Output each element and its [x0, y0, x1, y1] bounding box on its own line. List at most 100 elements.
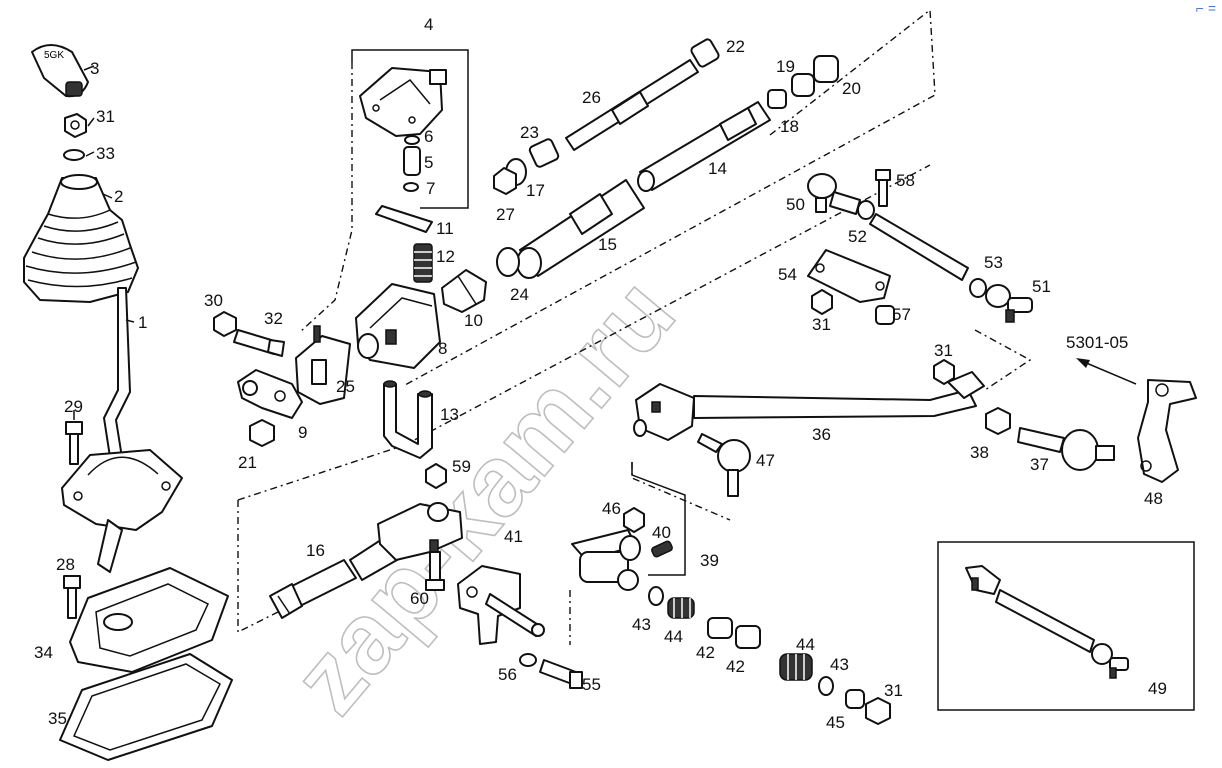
- tube-15: [516, 179, 645, 279]
- label-31-mid: 31: [934, 341, 953, 360]
- nut-21: [249, 419, 275, 447]
- nut-31-top: [64, 113, 87, 138]
- label-42-a: 42: [696, 643, 715, 662]
- label-5: 5: [424, 153, 433, 172]
- label-50: 50: [786, 195, 805, 214]
- spring-12: [413, 243, 433, 283]
- bushing-18: [767, 89, 787, 109]
- lever-48: [1137, 379, 1197, 483]
- label-20: 20: [842, 79, 861, 98]
- label-2: 2: [114, 187, 123, 206]
- boundary-lower-assembly: [237, 500, 279, 634]
- nut-38: [985, 407, 1011, 435]
- label-19: 19: [776, 57, 795, 76]
- label-42-b: 42: [726, 657, 745, 676]
- joint-59-assembly: [377, 502, 463, 561]
- bushing-42-b: [735, 625, 761, 649]
- label-1: 1: [138, 313, 147, 332]
- ball-joint-37: [1017, 427, 1115, 471]
- washer-56: [519, 653, 537, 667]
- bracket-39: [631, 462, 686, 576]
- bushing-20: [813, 55, 839, 83]
- label-32: 32: [264, 309, 283, 328]
- callout-labels: 3 31 33 2 1 29 28 34 35 4 6 5 7 11 12 10…: [34, 15, 1167, 732]
- label-38: 38: [970, 443, 989, 462]
- label-22: 22: [726, 37, 745, 56]
- boot-part: [23, 174, 139, 303]
- label-28: 28: [56, 555, 75, 574]
- label-58: 58: [896, 171, 915, 190]
- ring-7: [403, 182, 419, 192]
- label-47: 47: [756, 451, 775, 470]
- label-46: 46: [602, 499, 621, 518]
- boundary-upper-assembly: [299, 62, 353, 333]
- label-35: 35: [48, 709, 67, 728]
- rod-26: [565, 59, 699, 151]
- label-21: 21: [238, 453, 257, 472]
- label-40: 40: [652, 523, 671, 542]
- label-15: 15: [598, 235, 617, 254]
- label-16: 16: [306, 541, 325, 560]
- spring-44-upper: [667, 597, 695, 619]
- label-41: 41: [504, 527, 523, 546]
- label-13: 13: [440, 405, 459, 424]
- label-34: 34: [34, 643, 53, 662]
- nut-31-mid: [933, 359, 955, 385]
- label-17: 17: [526, 181, 545, 200]
- label-10: 10: [464, 311, 483, 330]
- label-44-lower: 44: [796, 635, 815, 654]
- label-60: 60: [410, 589, 429, 608]
- lever-part: [61, 287, 183, 573]
- label-45: 45: [826, 713, 845, 732]
- bushing-45: [845, 689, 865, 709]
- label-12: 12: [436, 247, 455, 266]
- label-23: 23: [520, 123, 539, 142]
- label-25: 25: [336, 377, 355, 396]
- label-6: 6: [424, 127, 433, 146]
- washer-43-lower: [818, 676, 834, 696]
- inset-49: [937, 541, 1195, 711]
- label-48: 48: [1144, 489, 1163, 508]
- ref-arrow: [1076, 358, 1137, 385]
- lever-9: [237, 369, 303, 419]
- label-36: 36: [812, 425, 831, 444]
- bracket-4-part: [359, 67, 447, 137]
- cap-22: [690, 38, 720, 68]
- gasket-35: [59, 653, 233, 761]
- nut-52: [857, 200, 875, 220]
- bushing-42-a: [707, 617, 733, 639]
- label-55: 55: [582, 675, 601, 694]
- label-3: 3: [90, 59, 99, 78]
- label-43-upper: 43: [632, 615, 651, 634]
- label-59: 59: [452, 457, 471, 476]
- plate-11: [375, 205, 433, 233]
- label-56: 56: [498, 665, 517, 684]
- spring-44-lower: [779, 653, 813, 681]
- label-33: 33: [96, 144, 115, 163]
- bracket-54: [807, 249, 891, 303]
- nut-27: [493, 167, 517, 195]
- bolt-60: [425, 551, 445, 591]
- boundary-46-47: [631, 462, 731, 521]
- u-bracket-13: [383, 380, 433, 459]
- label-27: 27: [496, 205, 515, 224]
- bolt-28: [63, 575, 81, 619]
- nut-46: [623, 507, 645, 533]
- nut-59: [425, 463, 447, 489]
- coupling-10: [441, 269, 487, 313]
- label-9: 9: [298, 423, 307, 442]
- plate-25: [295, 325, 351, 405]
- label-31-top: 31: [96, 107, 115, 126]
- knob-part: 5GK: [31, 44, 89, 98]
- label-54: 54: [778, 265, 797, 284]
- label-44-upper: 44: [664, 627, 683, 646]
- label-51: 51: [1032, 277, 1051, 296]
- shift-rod-36: [633, 371, 985, 441]
- label-57: 57: [892, 305, 911, 324]
- label-8: 8: [438, 339, 447, 358]
- label-7: 7: [426, 179, 435, 198]
- pin-40: [651, 540, 673, 558]
- boundary-ref-link: [974, 329, 1032, 391]
- label-11: 11: [436, 219, 454, 238]
